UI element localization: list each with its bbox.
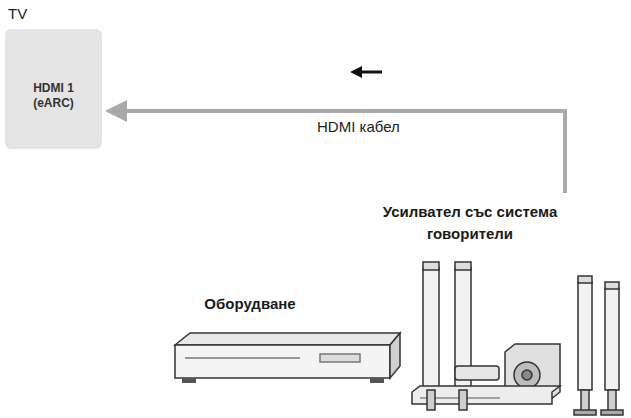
hdmi-cable <box>105 100 565 193</box>
port-panel: HDMI 1 (eARC) <box>5 29 102 149</box>
speaker-system <box>412 262 623 415</box>
tv-port-panel: TV HDMI 1 (eARC) <box>5 5 102 149</box>
device-heading: TV <box>8 5 102 23</box>
cable-label: HDMI кабел <box>315 118 402 135</box>
amplifier-node: Усилвател със система говорители <box>320 201 620 245</box>
equipment-device <box>175 333 400 383</box>
direction-arrow <box>350 66 382 78</box>
equipment-label: Оборудване <box>180 293 320 315</box>
amplifier-label: Усилвател със система говорители <box>340 201 600 245</box>
cable-line <box>123 111 565 193</box>
equipment-node: Оборудване <box>180 293 320 315</box>
arrow-head <box>105 100 127 122</box>
port-label: HDMI 1 (eARC) <box>23 81 85 111</box>
